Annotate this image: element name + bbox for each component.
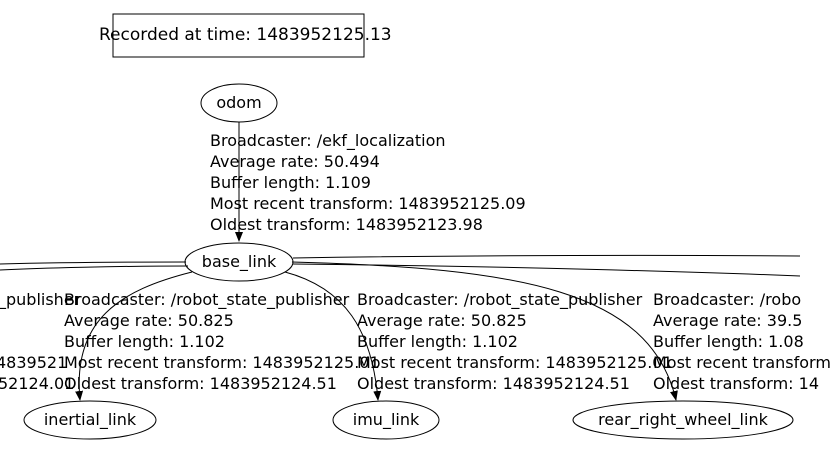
- average-rate-text: Average rate: 39.5: [653, 311, 803, 330]
- oldest-transform-text: 52124.01: [0, 374, 75, 393]
- node-base-link-label: base_link: [201, 252, 277, 271]
- broadcaster-text: Broadcaster: /ekf_localization: [210, 131, 446, 150]
- edge-base-link-offscreen-left-1: [0, 261, 187, 265]
- node-imu-link-label: imu_link: [352, 410, 420, 429]
- buffer-length-text: Buffer length: 1.08: [653, 332, 804, 351]
- average-rate-text: Average rate: 50.494: [210, 152, 380, 171]
- broadcaster-text: _publisher: [0, 290, 81, 309]
- node-rear-right-wheel-link-shape[interactable]: [572, 400, 794, 440]
- buffer-length-text: Buffer length: 1.102: [357, 332, 518, 351]
- edge-base-link-to-rear-right-wheel-link: [291, 261, 678, 401]
- broadcaster-text: Broadcaster: /robo: [653, 290, 802, 309]
- broadcaster-text: Broadcaster: /robot_state_publisher: [357, 290, 643, 309]
- node-inertial-link-shape[interactable]: [23, 400, 157, 440]
- most-recent-transform-text: Most recent transform: 1483952125.09: [210, 194, 526, 213]
- oldest-transform-text: Oldest transform: 1483952124.51: [357, 374, 630, 393]
- buffer-length-text: Buffer length: 1.102: [64, 332, 225, 351]
- edge-base-link-offscreen-right-2: [292, 263, 801, 277]
- node-imu-link-shape[interactable]: [332, 400, 440, 440]
- average-rate-text: Average rate: 50.825: [357, 311, 527, 330]
- broadcaster-text: Broadcaster: /robot_state_publisher: [64, 290, 350, 309]
- oldest-transform-text: Oldest transform: 1483952123.98: [210, 215, 483, 234]
- most-recent-transform-text: 4839521: [0, 353, 68, 372]
- edge-base-link-offscreen-left-2: [0, 265, 189, 271]
- recorded-time-box: [112, 13, 365, 58]
- most-recent-transform-text: Most recent transform: 1483952125.01: [64, 353, 380, 372]
- oldest-transform-text: Oldest transform: 14: [653, 374, 820, 393]
- recorded-time-label: Recorded at time: 1483952125.13: [99, 25, 392, 45]
- buffer-length-text: Buffer length: 1.109: [210, 173, 371, 192]
- node-inertial-link-label: inertial_link: [43, 410, 137, 429]
- edge-base-link-to-inertial-link: [75, 271, 193, 401]
- node-rear-right-wheel-link-label: rear_right_wheel_link: [598, 410, 768, 429]
- edge-base-link-offscreen-right-1: [292, 254, 801, 259]
- most-recent-transform-text: Most recent transform: 1483952125.01: [357, 353, 673, 372]
- most-recent-transform-text: Most recent transform: [653, 353, 831, 372]
- average-rate-text: Average rate: 50.825: [64, 311, 234, 330]
- edge-base-link-to-imu-link: [284, 271, 382, 401]
- node-odom-label: odom: [216, 93, 262, 112]
- tf-tree-diagram: [0, 13, 801, 440]
- oldest-transform-text: Oldest transform: 1483952124.51: [64, 374, 337, 393]
